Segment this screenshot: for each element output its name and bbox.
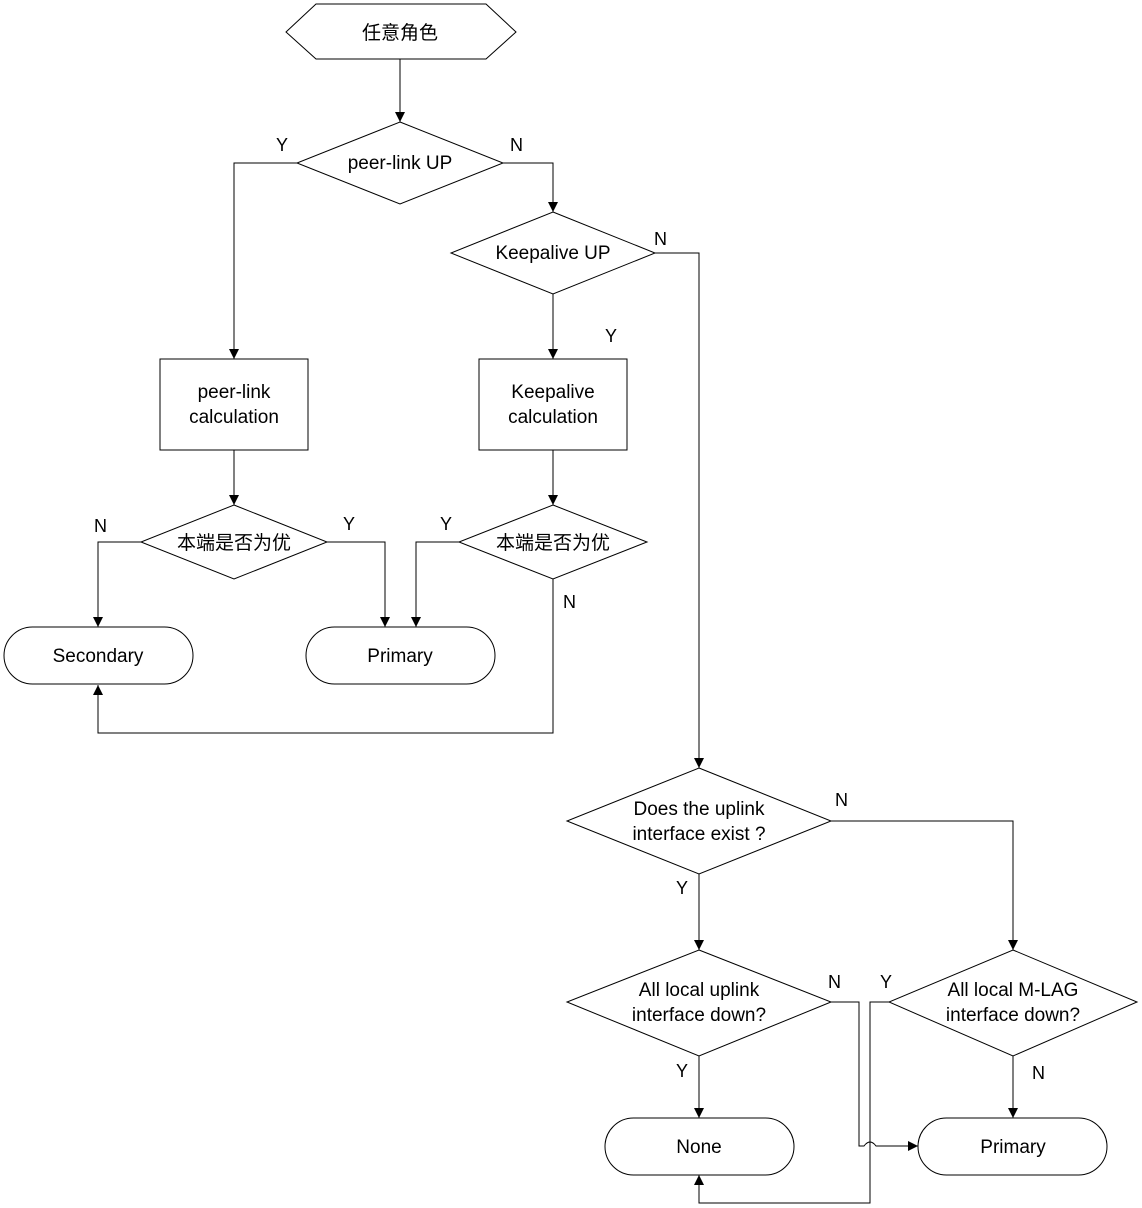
label-exist-y: Y bbox=[676, 878, 688, 898]
secondary-label: Secondary bbox=[53, 646, 144, 667]
edge-peerlink-n bbox=[503, 162, 558, 212]
local-better-left-decision bbox=[139, 504, 329, 580]
label-mlagdown-y: Y bbox=[880, 972, 892, 992]
mlag-down-decision bbox=[887, 949, 1139, 1057]
edge-left-y bbox=[327, 541, 390, 627]
keepalive-calc-line2: calculation bbox=[508, 407, 598, 428]
peer-link-up-label: peer-link UP bbox=[348, 153, 453, 174]
label-keepalive-n: N bbox=[654, 229, 667, 249]
start-label: 任意角色 bbox=[362, 22, 438, 44]
connectors bbox=[93, 59, 1018, 1204]
local-better-left-label: 本端是否为优 bbox=[177, 532, 291, 554]
peer-link-up-decision bbox=[295, 121, 505, 205]
peer-link-calculation-box bbox=[159, 358, 309, 451]
primary-top-label: Primary bbox=[367, 646, 433, 667]
keepalive-calculation-box bbox=[478, 358, 628, 451]
none-label: None bbox=[676, 1137, 721, 1158]
label-keepalive-y: Y bbox=[605, 326, 617, 346]
edge-right-y bbox=[411, 541, 459, 627]
primary-top-terminal bbox=[305, 626, 496, 685]
edge-right-n bbox=[93, 579, 554, 734]
local-better-right-decision bbox=[457, 504, 649, 580]
keepalive-calc-line1: Keepalive bbox=[511, 382, 594, 403]
keepalive-up-label: Keepalive UP bbox=[495, 243, 610, 264]
edge-keepalive-n bbox=[655, 252, 704, 768]
label-mlagdown-n: N bbox=[1032, 1063, 1045, 1083]
edge-left-n bbox=[93, 541, 141, 627]
uplink-down-line2: interface down? bbox=[632, 1005, 766, 1026]
uplink-exist-decision bbox=[565, 767, 833, 875]
edge-peerlink-y bbox=[229, 162, 297, 359]
peer-link-calc-line1: peer-link bbox=[198, 382, 271, 403]
local-better-right-label: 本端是否为优 bbox=[496, 532, 610, 554]
edge-labels: Y N N Y N Y Y N N Y N Y Y N bbox=[94, 135, 1045, 1083]
start-node bbox=[285, 3, 517, 60]
uplink-exist-line1: Does the uplink bbox=[634, 799, 765, 820]
edge-mlagdown-y bbox=[694, 1001, 889, 1204]
edge-exist-n bbox=[831, 820, 1018, 950]
uplink-down-decision bbox=[565, 949, 833, 1057]
keepalive-up-decision bbox=[449, 211, 657, 295]
mlag-down-line2: interface down? bbox=[946, 1005, 1080, 1026]
uplink-down-line1: All local uplink bbox=[639, 980, 760, 1001]
primary-bottom-label: Primary bbox=[980, 1137, 1046, 1158]
peer-link-calc-line2: calculation bbox=[189, 407, 279, 428]
label-uplinkdown-n: N bbox=[828, 972, 841, 992]
secondary-terminal bbox=[3, 626, 194, 685]
label-left-y: Y bbox=[343, 514, 355, 534]
label-right-n: N bbox=[563, 592, 576, 612]
primary-bottom-terminal bbox=[917, 1117, 1108, 1176]
label-exist-n: N bbox=[835, 790, 848, 810]
label-peerlink-y: Y bbox=[276, 135, 288, 155]
label-right-y: Y bbox=[440, 514, 452, 534]
label-uplinkdown-y: Y bbox=[676, 1061, 688, 1081]
mlag-down-line1: All local M-LAG bbox=[948, 980, 1079, 1001]
label-peerlink-n: N bbox=[510, 135, 523, 155]
none-terminal bbox=[604, 1117, 795, 1176]
edge-uplinkdown-n bbox=[831, 1001, 918, 1151]
label-left-n: N bbox=[94, 516, 107, 536]
uplink-exist-line2: interface exist ? bbox=[632, 824, 765, 845]
